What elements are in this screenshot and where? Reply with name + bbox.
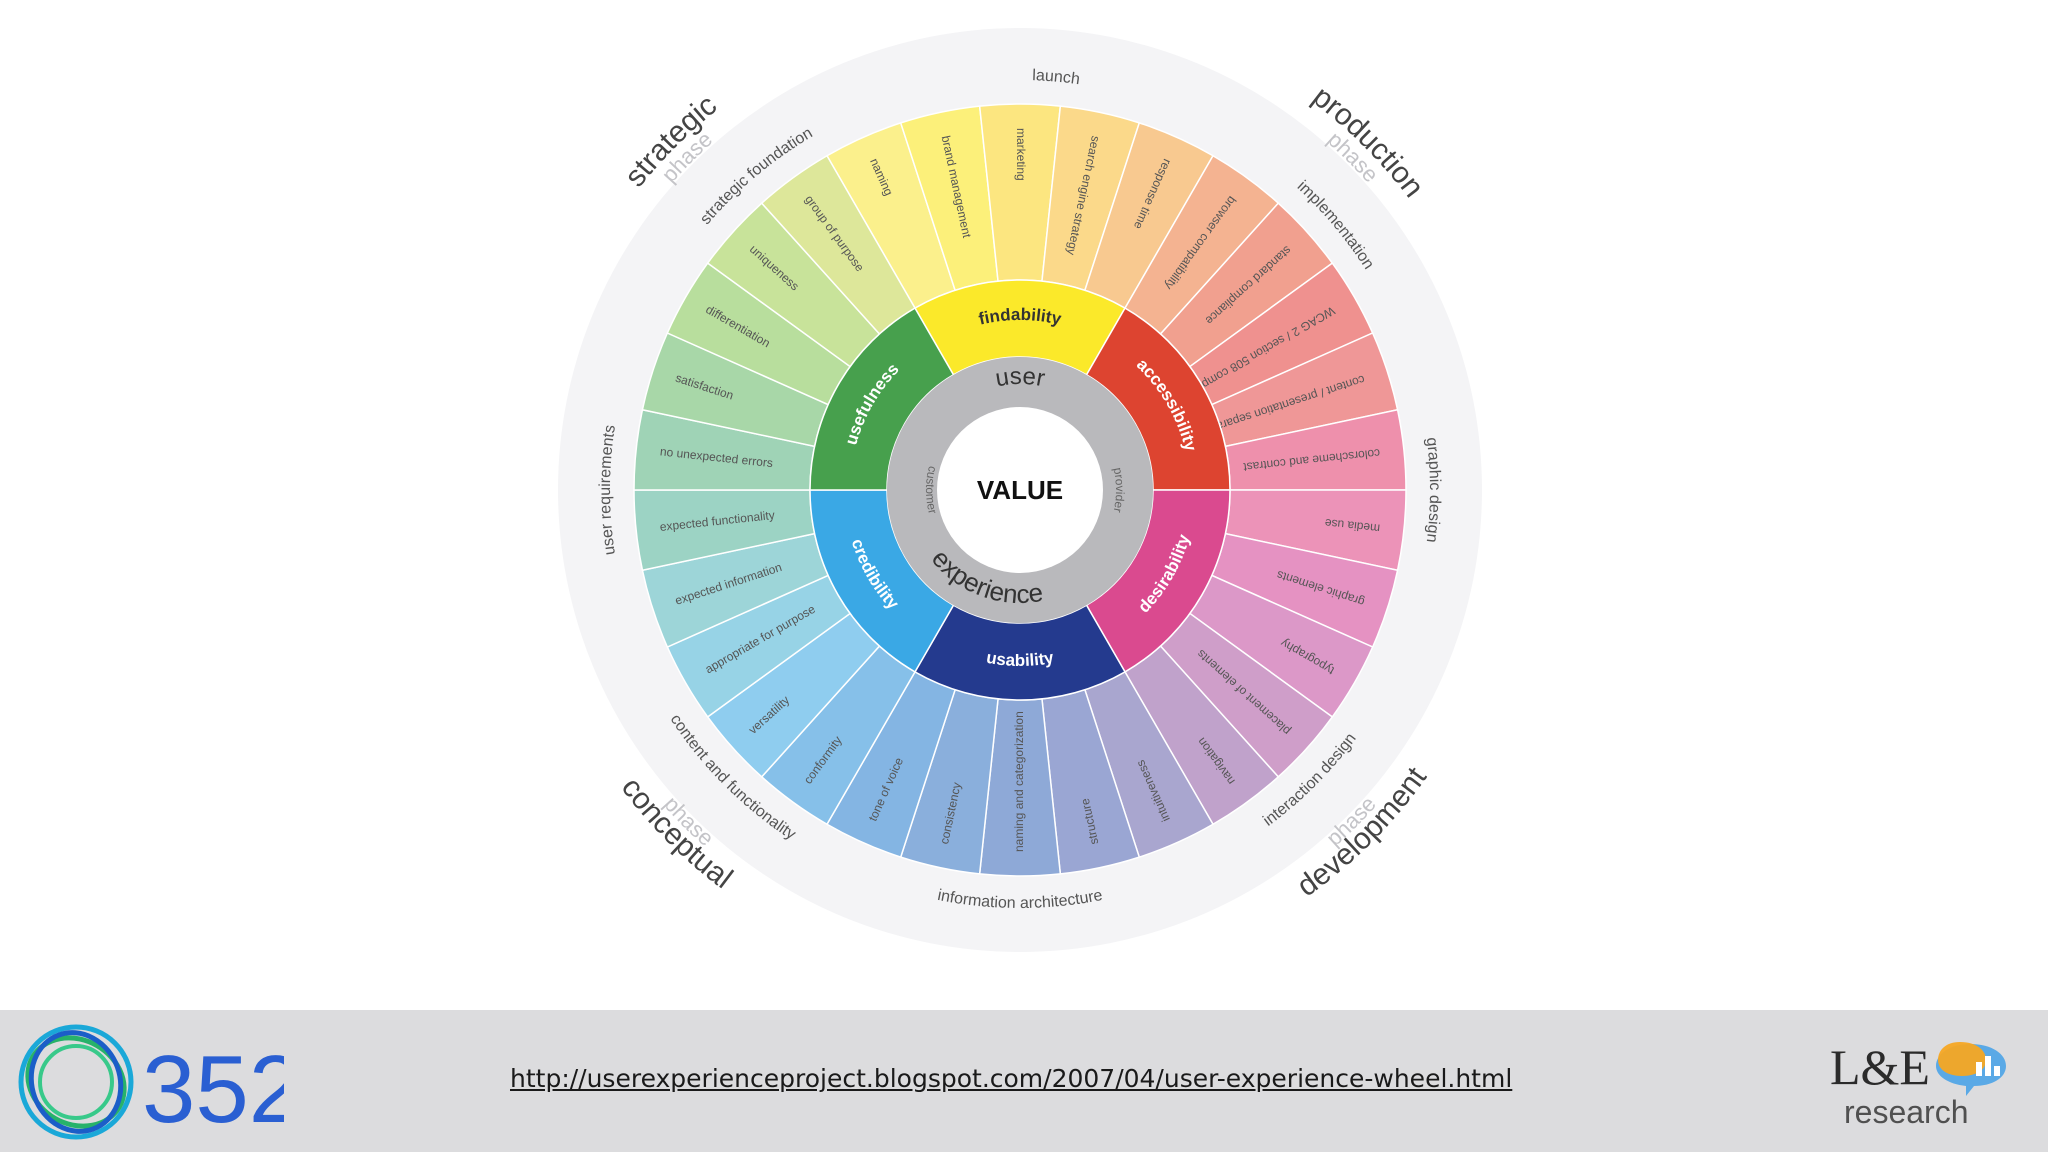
outer-ring-label-path: user requirements (597, 424, 619, 556)
value-ring-label-user: user (993, 363, 1047, 393)
segment-label: media use (1324, 516, 1381, 536)
outer-ring-label-path: launch (1032, 67, 1081, 88)
value-ring-label-customer: customer (923, 465, 940, 515)
le-logo-subtext: research (1844, 1094, 1969, 1130)
outer-ring-label: launch (1032, 67, 1081, 88)
category-label-path: usability (985, 648, 1056, 670)
speech-bubble-chart-icon (1936, 1042, 2006, 1096)
value-ring-label-path: customer (923, 465, 940, 515)
ring-logo-icon: 352 (18, 1024, 302, 1143)
value-ring-label-path: user (993, 363, 1047, 393)
outer-ring-label: graphic design (1423, 437, 1443, 544)
center-value-label: VALUE (977, 475, 1063, 505)
le-research-logo: L&E research (1820, 1038, 2020, 1138)
outer-ring-label: user requirements (597, 424, 619, 556)
outer-ring-label-path: graphic design (1423, 437, 1443, 544)
category-label: usability (985, 648, 1056, 670)
segment-label: marketing (1014, 128, 1028, 181)
category-label: findability (977, 305, 1064, 329)
segment-label: naming and categorization (1012, 711, 1026, 852)
value-core (937, 407, 1103, 573)
logo-352: 352 (14, 1020, 302, 1144)
le-logo-text: L&E (1830, 1039, 1930, 1095)
category-label-path: findability (977, 305, 1064, 329)
source-link[interactable]: http://userexperienceproject.blogspot.co… (510, 1064, 1513, 1093)
slide-footer (0, 1010, 2048, 1152)
logo-352-text: 352 (142, 1036, 284, 1143)
